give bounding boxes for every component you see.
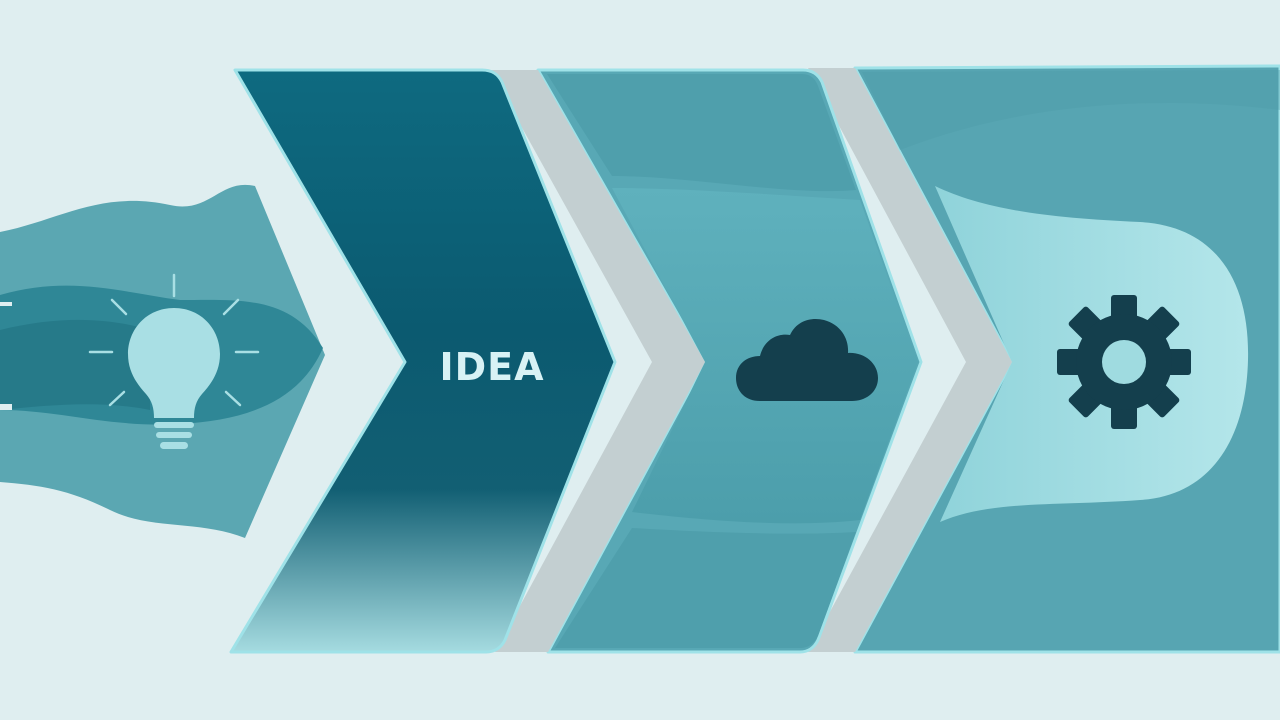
cloud-stage xyxy=(536,68,923,654)
cloud-lower-band xyxy=(555,528,856,648)
chevron-gap-2 xyxy=(808,68,1012,652)
chevron-idea xyxy=(229,68,617,654)
cloud-upper-band xyxy=(547,74,856,192)
cloud-icon xyxy=(736,318,878,401)
idea-stage: IDEA xyxy=(229,68,617,654)
source-gap-mark xyxy=(0,302,12,306)
gear-upper-band xyxy=(862,70,1280,150)
source-wave-front xyxy=(0,319,150,410)
gear-icon xyxy=(1057,295,1191,429)
source-gap-mark xyxy=(0,404,12,410)
idea-label: IDEA xyxy=(439,345,544,389)
chevron-gap-1 xyxy=(490,70,705,652)
lightbulb-icon xyxy=(88,273,260,449)
